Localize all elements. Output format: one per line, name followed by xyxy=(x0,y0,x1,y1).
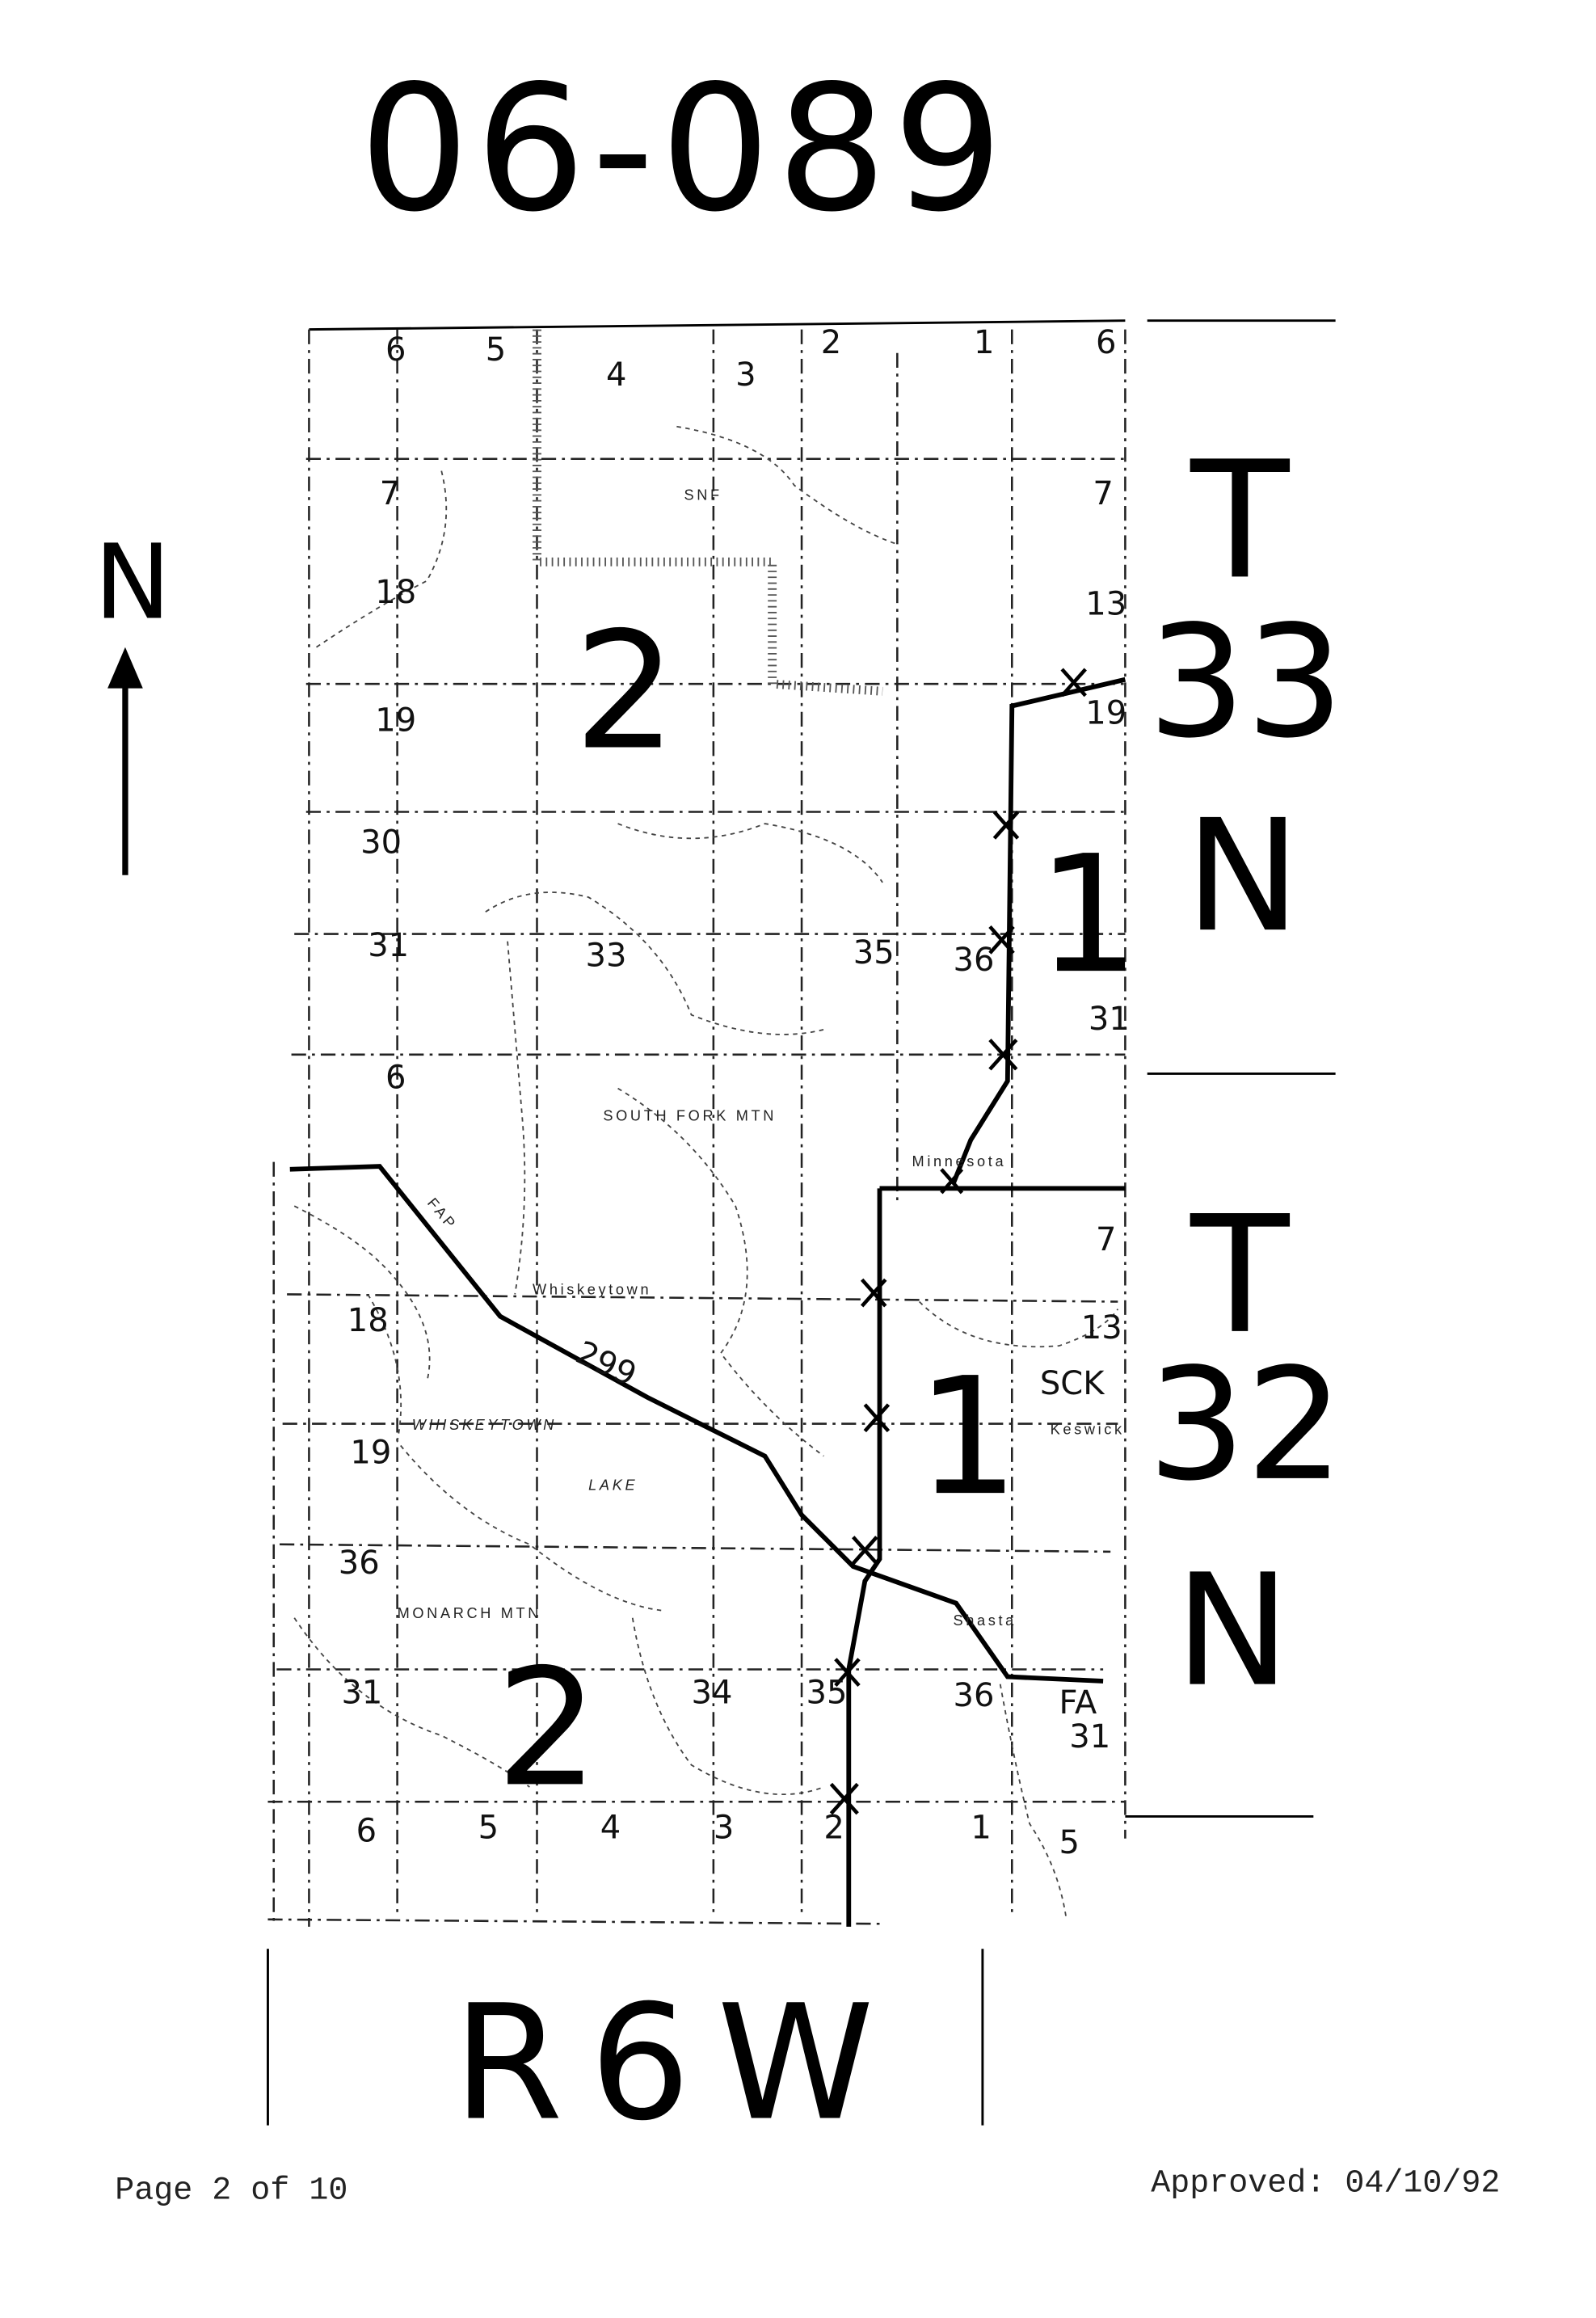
section-number: 6 xyxy=(356,1812,377,1849)
section-number: 13 xyxy=(1085,586,1126,623)
place-label: SOUTH FORK MTN xyxy=(603,1108,777,1124)
township-lower-number: 32 xyxy=(1148,1336,1344,1515)
place-label: 299 xyxy=(571,1334,642,1394)
north-label: N xyxy=(94,523,171,643)
footer-page-number: Page 2 of 10 xyxy=(115,2173,347,2210)
place-label: Keswick xyxy=(1051,1421,1125,1437)
north-arrow: N xyxy=(94,523,171,875)
place-label: MONARCH MTN xyxy=(398,1605,541,1621)
document-title: 06-089 xyxy=(359,48,1009,250)
section-number: 30 xyxy=(360,824,402,861)
zone-number: 2 xyxy=(496,1634,599,1823)
township-upper-number: 33 xyxy=(1148,593,1344,773)
place-label: WHISKEYTOWN xyxy=(412,1417,557,1433)
section-number: 31 xyxy=(1069,1718,1110,1755)
section-number: 35 xyxy=(853,934,895,971)
section-number: 1 xyxy=(971,1810,991,1847)
section-number: 19 xyxy=(1085,694,1126,731)
section-number: 7 xyxy=(380,475,400,512)
section-number: 7 xyxy=(1093,475,1113,512)
section-number: 13 xyxy=(1081,1309,1122,1347)
place-label: SNF xyxy=(684,487,722,504)
place-label: Whiskeytown xyxy=(533,1281,651,1297)
section-number: 5 xyxy=(1059,1824,1080,1861)
place-label: Minnesota xyxy=(912,1153,1007,1170)
section-number: 3 xyxy=(735,356,756,394)
place-label: SCK xyxy=(1040,1365,1105,1402)
section-number: 33 xyxy=(586,938,627,975)
section-number: 18 xyxy=(375,574,416,611)
terrain-contours xyxy=(293,425,1119,1920)
township-upper-label: T 33 N xyxy=(1148,427,1344,967)
section-number: 35 xyxy=(806,1674,848,1711)
section-number: 18 xyxy=(347,1302,389,1339)
section-number: 19 xyxy=(375,702,416,739)
place-names: SNF Minnesota Whiskeytown WHISKEYTOWN LA… xyxy=(398,487,1125,1722)
place-label: LAKE xyxy=(588,1477,638,1493)
section-number: 4 xyxy=(606,356,626,394)
section-number: 1 xyxy=(974,324,994,361)
section-number: 5 xyxy=(478,1810,499,1847)
township-lower-label: T 32 N xyxy=(1148,1182,1344,1722)
section-number: 19 xyxy=(350,1435,391,1472)
section-number: 6 xyxy=(385,1060,406,1097)
highway-fap-299 xyxy=(289,1164,1104,1684)
range-label: R6W xyxy=(453,1972,900,2156)
township-lower-t: T xyxy=(1190,1182,1290,1370)
section-number: 7 xyxy=(1096,1221,1116,1258)
section-number: 2 xyxy=(823,1810,844,1847)
route-markers xyxy=(829,668,1087,1815)
footer-approved-date: Approved: 04/10/92 xyxy=(1151,2165,1500,2202)
township-upper-t: T xyxy=(1190,427,1290,615)
section-number: 4 xyxy=(600,1810,621,1847)
section-number: 34 xyxy=(692,1674,733,1711)
project-boundary-line xyxy=(846,676,1126,1927)
place-label: Shasta xyxy=(953,1612,1016,1629)
zone-number: 1 xyxy=(1037,821,1139,1009)
section-numbers: 6 5 4 3 2 1 6 7 7 18 13 19 19 30 31 33 3… xyxy=(339,324,1130,1861)
zone-number: 2 xyxy=(574,597,676,786)
section-number: 31 xyxy=(368,927,409,964)
section-number: 31 xyxy=(341,1674,382,1711)
place-label: FA xyxy=(1059,1684,1097,1722)
section-number: 36 xyxy=(339,1545,380,1582)
section-number: 2 xyxy=(821,324,841,361)
section-number: 6 xyxy=(1096,324,1116,361)
section-number: 3 xyxy=(714,1810,734,1847)
section-number: 31 xyxy=(1089,1001,1130,1038)
section-number: 6 xyxy=(385,331,406,369)
zone-number: 1 xyxy=(916,1343,1019,1532)
section-number: 5 xyxy=(486,331,506,369)
north-arrow-head-icon xyxy=(107,647,143,689)
section-number: 36 xyxy=(953,1677,994,1714)
section-grid xyxy=(267,319,1126,1927)
township-upper-n: N xyxy=(1185,787,1301,967)
township-lower-n: N xyxy=(1175,1542,1291,1722)
section-number: 36 xyxy=(953,942,994,979)
